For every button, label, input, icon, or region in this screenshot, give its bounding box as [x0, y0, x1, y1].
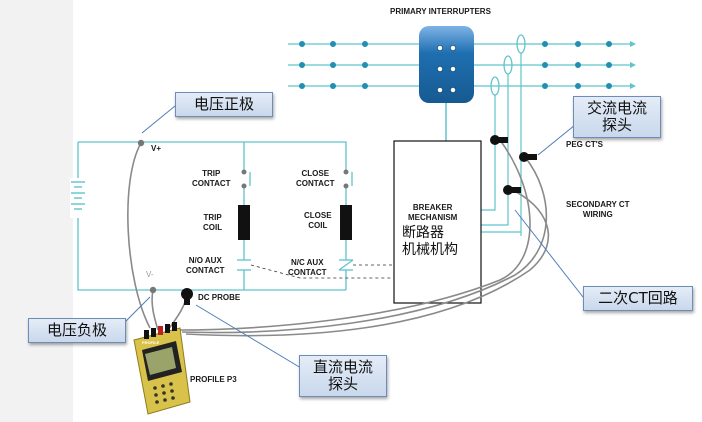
breaker-mechanism-zh-label: 断路器 机械机构 [402, 225, 458, 258]
probe-cables [127, 139, 550, 337]
callout-voltage-positive: 电压正极 [175, 92, 273, 117]
bus-arrows [630, 41, 636, 89]
profile-p3-instrument [133, 322, 191, 415]
bus-dots [299, 41, 612, 89]
secondary-ct-wiring-label: SECONDARY CT WIRING [566, 200, 630, 219]
primary-interrupter [419, 26, 474, 103]
aux-contacts [237, 259, 354, 271]
trip-coil [238, 205, 250, 240]
contact-dots [241, 169, 349, 189]
callout-voltage-negative: 电压负极 [28, 318, 126, 343]
secondary-ct-wires [480, 53, 522, 236]
callout-leaders [114, 105, 584, 369]
callout-secondary-ct-circuit: 二次CT回路 [583, 286, 693, 311]
instrument-brand: PROFILE [142, 340, 160, 345]
close-coil-label: CLOSE COIL [304, 211, 332, 230]
breaker-mechanism-box [393, 140, 482, 304]
trip-coil-label: TRIP COIL [203, 213, 223, 232]
callout-dc-probe: 直流电流 探头 [299, 355, 387, 397]
ac-clamp-probes [490, 135, 537, 195]
battery-symbol [70, 178, 86, 218]
trip-contact-label: TRIP CONTACT [192, 169, 231, 188]
v-plus-clip [137, 139, 145, 147]
mechanical-linkage [250, 264, 394, 279]
instrument-label: PROFILE P3 [190, 375, 237, 384]
v-minus-label: V- [146, 270, 154, 279]
callout-ac-probe: 交流电流 探头 [573, 96, 661, 138]
dc-probe-label: DC PROBE [198, 293, 241, 302]
dc-clamp-probe [181, 288, 193, 305]
peg-cts-label: PEG CT'S [566, 140, 604, 149]
primary-interrupters-title: PRIMARY INTERRUPTERS [390, 7, 491, 16]
no-aux-contact-label: N/O AUX CONTACT [186, 256, 225, 275]
close-coil [340, 205, 352, 240]
v-plus-label: V+ [151, 144, 162, 153]
breaker-mechanism-label: BREAKER MECHANISM [408, 203, 458, 222]
nc-aux-contact-label: N/C AUX CONTACT [288, 258, 327, 277]
close-contact-label: CLOSE CONTACT [296, 169, 335, 188]
v-minus-clip [149, 286, 157, 294]
